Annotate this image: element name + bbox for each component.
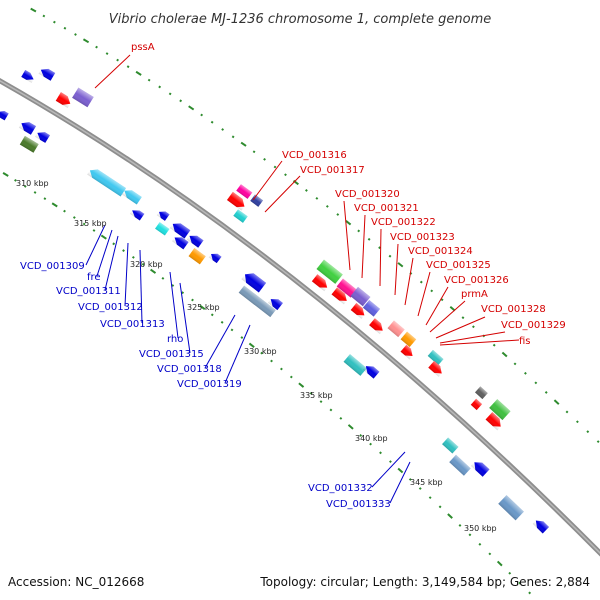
gene-label-VCD_001324[interactable]: VCD_001324 — [408, 246, 473, 257]
tick-label-310: 310 kbp — [16, 179, 49, 188]
gene-label-VCD_001318[interactable]: VCD_001318 — [157, 364, 222, 375]
accession-text: Accession: NC_012668 — [8, 575, 144, 589]
tick-label-320: 320 kbp — [130, 260, 163, 269]
gene-label-VCD_001319[interactable]: VCD_001319 — [177, 379, 242, 390]
map-title: Vibrio cholerae MJ-1236 chromosome 1, co… — [109, 12, 491, 27]
gene-label-VCD_001326[interactable]: VCD_001326 — [444, 275, 509, 286]
tick-label-325: 325 kbp — [187, 303, 220, 312]
tick-label-350: 350 kbp — [464, 524, 497, 533]
reverse-gene-labels: VCD_001309 fre VCD_001311 VCD_001312 VCD… — [20, 261, 391, 510]
gene-label-VCD_001311[interactable]: VCD_001311 — [56, 286, 121, 297]
gene-label-VCD_001312[interactable]: VCD_001312 — [78, 302, 143, 313]
gene-label-fre[interactable]: fre — [87, 272, 101, 283]
gene-label-VCD_001328[interactable]: VCD_001328 — [481, 304, 546, 315]
genome-backbone — [0, 77, 600, 557]
gene-label-VCD_001316[interactable]: VCD_001316 — [282, 150, 347, 161]
label-leader-lines — [85, 54, 520, 504]
gene-label-VCD_001309[interactable]: VCD_001309 — [20, 261, 85, 272]
gene-label-VCD_001322[interactable]: VCD_001322 — [371, 217, 436, 228]
gene-label-fis[interactable]: fis — [519, 336, 531, 347]
gene-label-rho[interactable]: rho — [167, 334, 183, 345]
tick-label-335: 335 kbp — [300, 391, 333, 400]
gene-label-VCD_001317[interactable]: VCD_001317 — [300, 165, 365, 176]
gene-label-VCD_001315[interactable]: VCD_001315 — [139, 349, 204, 360]
gene-label-VCD_001321[interactable]: VCD_001321 — [354, 203, 419, 214]
tick-labels: 310 kbp 315 kbp 320 kbp 325 kbp 330 kbp … — [16, 179, 497, 533]
gene-features — [0, 65, 550, 534]
gene-label-VCD_001313[interactable]: VCD_001313 — [100, 319, 165, 330]
gene-label-VCD_001332[interactable]: VCD_001332 — [308, 483, 373, 494]
topology-text: Topology: circular; Length: 3,149,584 bp… — [259, 575, 590, 589]
tick-label-340: 340 kbp — [355, 434, 388, 443]
gene-label-VCD_001333[interactable]: VCD_001333 — [326, 499, 391, 510]
gene-label-VCD_001320[interactable]: VCD_001320 — [335, 189, 400, 200]
tick-label-345: 345 kbp — [410, 478, 443, 487]
tick-label-330: 330 kbp — [244, 347, 277, 356]
forward-gene-labels: pssA VCD_001316 VCD_001317 VCD_001320 VC… — [131, 42, 566, 347]
gene-label-pssA[interactable]: pssA — [131, 42, 155, 53]
gene-label-VCD_001325[interactable]: VCD_001325 — [426, 260, 491, 271]
gene-label-VCD_001323[interactable]: VCD_001323 — [390, 232, 455, 243]
gene-label-prmA[interactable]: prmA — [461, 289, 488, 300]
tick-label-315: 315 kbp — [74, 219, 107, 228]
gene-label-VCD_001329[interactable]: VCD_001329 — [501, 320, 566, 331]
